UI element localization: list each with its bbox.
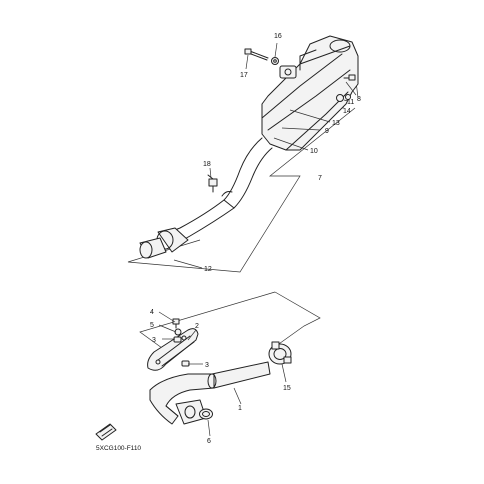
header-guide-frame xyxy=(139,291,321,349)
muffler-bolt-8 xyxy=(343,74,356,81)
grommet-14 xyxy=(336,94,344,102)
clamp-15 xyxy=(268,341,292,365)
diagram-code: 5XCG100-F110 xyxy=(96,445,141,452)
callout-16: 16 xyxy=(274,33,282,40)
callout-10: 10 xyxy=(310,148,318,155)
bolt-4 xyxy=(172,318,180,329)
callout-8: 8 xyxy=(357,96,361,103)
joint-pipe xyxy=(164,137,273,247)
muffler xyxy=(261,35,359,151)
leader-lines xyxy=(158,42,357,437)
callout-3-upper: 3 xyxy=(152,337,156,344)
muffler-bracket xyxy=(279,65,297,79)
callout-11: 11 xyxy=(347,99,354,106)
callout-9: 9 xyxy=(325,128,329,135)
bolt-18 xyxy=(207,174,218,193)
washer-16 xyxy=(271,57,279,65)
callout-1: 1 xyxy=(238,405,242,412)
catalyst-mark-icon xyxy=(95,423,117,441)
callout-12: 12 xyxy=(204,266,212,273)
callout-13: 13 xyxy=(332,120,340,127)
callout-15: 15 xyxy=(283,385,291,392)
gasket-12 xyxy=(139,237,167,259)
washer-5 xyxy=(174,328,182,336)
callout-2: 2 xyxy=(195,323,199,330)
collar-11 xyxy=(345,94,351,100)
callout-3-lower: 3 xyxy=(205,362,209,369)
callout-7: 7 xyxy=(318,175,322,182)
gasket-6 xyxy=(199,408,213,420)
callout-14: 14 xyxy=(343,108,351,115)
callout-17: 17 xyxy=(240,72,248,79)
bolt-17 xyxy=(244,48,269,61)
protector xyxy=(147,328,199,371)
callout-5: 5 xyxy=(150,322,154,329)
exhaust-header-pipe xyxy=(149,361,271,425)
callout-18: 18 xyxy=(203,161,211,168)
callout-labels: 16 17 8 11 14 13 9 10 7 18 12 4 5 2 3 3 … xyxy=(150,33,361,445)
damper-3b xyxy=(181,360,190,367)
callout-6: 6 xyxy=(207,438,211,445)
damper-3a xyxy=(173,336,182,343)
callout-4: 4 xyxy=(150,309,154,316)
